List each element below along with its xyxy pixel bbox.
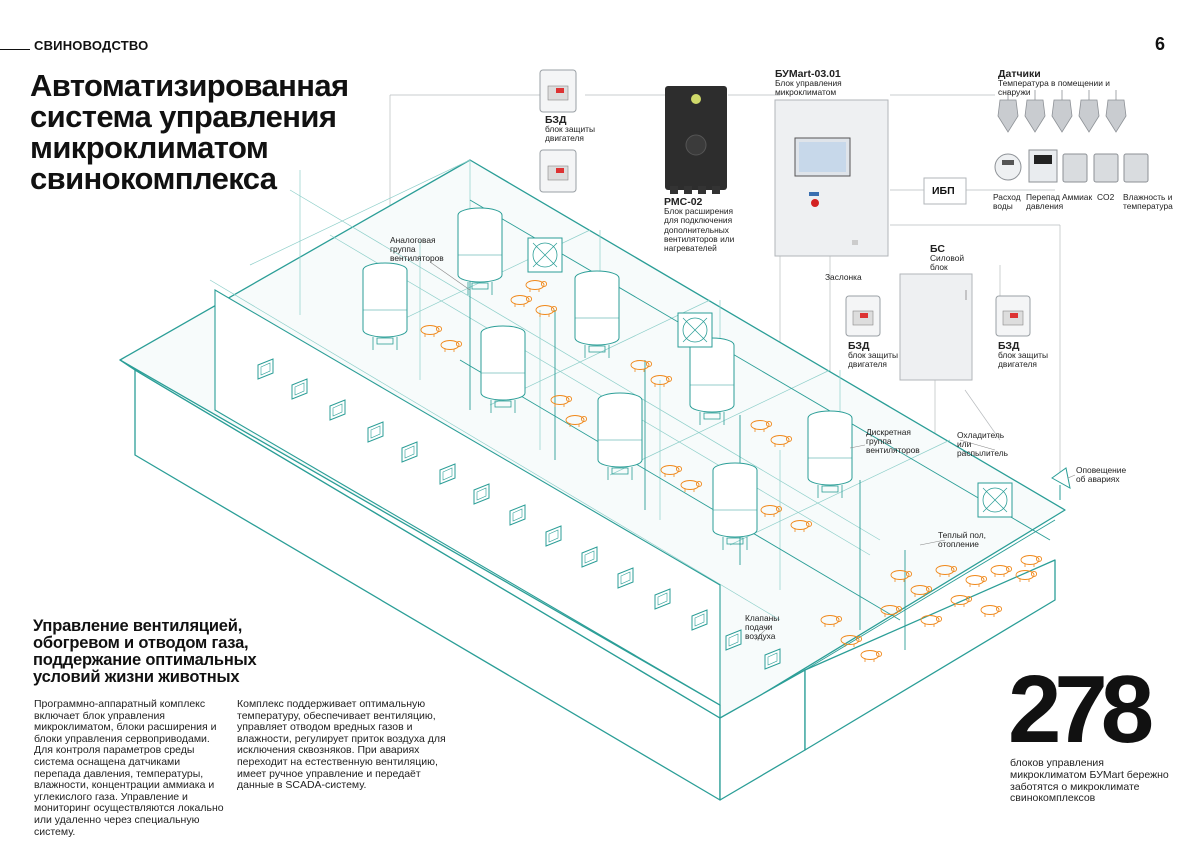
sensor-label-humidity: Влажность и температура — [1123, 192, 1173, 212]
bs-cabinet — [899, 273, 973, 381]
bum-title: БУМart-03.01 — [775, 68, 841, 80]
callout-discrete-fans: Дискретная группа вентиляторов — [866, 427, 920, 456]
bum-desc: Блок управления микроклиматом — [775, 78, 842, 98]
bzd-label-left: БЗД блок защиты двигателя — [848, 340, 903, 370]
sensor-label-water: Расход воды — [993, 192, 1021, 212]
callout-cooler: Охладитель или распылитель — [957, 430, 1008, 459]
section-label: СВИНОВОДСТВО — [34, 38, 149, 53]
sensor-label-ammonia: Аммиак — [1062, 192, 1093, 202]
bzd-label-top: БЗД блок защиты двигателя — [545, 114, 605, 144]
bs-desc: Силовой блок — [930, 253, 965, 273]
bzd-title-left: БЗД — [848, 340, 870, 352]
sensor-label-co2: CO2 — [1097, 192, 1115, 202]
bzd-title: БЗД — [545, 114, 567, 126]
bzd-desc-left: блок защиты двигателя — [848, 350, 898, 370]
bzd-label-right: БЗД блок защиты двигателя — [998, 340, 1053, 370]
rms-label: РМС-02 Блок расширения для подключения д… — [664, 196, 739, 254]
bzd-title-right: БЗД — [998, 340, 1020, 352]
sensors-title: Датчики — [998, 68, 1041, 80]
header-rule — [0, 49, 30, 50]
sensors-desc: Температура в помещении и снаружи — [998, 78, 1110, 98]
page-number: 6 — [1155, 34, 1166, 54]
callout-analog-fans: Аналоговая группа вентиляторов — [390, 235, 444, 264]
bum-cabinet — [774, 99, 889, 257]
callout-valves: Клапаны подачи воздуха — [745, 613, 780, 642]
body-column-1: Программно-аппаратный комплекс включает … — [34, 698, 224, 838]
callout-floor: Теплый пол, отопление — [938, 530, 986, 550]
rms-desc: Блок расширения для подключения дополнит… — [664, 206, 735, 254]
rms-device — [665, 86, 727, 194]
sensor-label-pressure: Перепад давления — [1026, 192, 1064, 212]
page-title: Автоматизированная система управления ми… — [30, 68, 349, 196]
temperature-sensors — [997, 90, 1127, 133]
bum-label: БУМart-03.01 Блок управления микроклимат… — [775, 68, 905, 98]
bs-label: БС Силовой блок — [930, 243, 975, 273]
callout-alarm: Оповещение об авариях — [1076, 465, 1127, 485]
bzd-device-bottom — [845, 295, 1031, 337]
subheading: Управление вентиляцией, обогревом и отво… — [33, 617, 257, 686]
stat-number: 278 — [1008, 656, 1154, 763]
zaslonka-label: Заслонка — [825, 272, 862, 282]
bs-title: БС — [930, 243, 945, 255]
bzd-desc-right: блок защиты двигателя — [998, 350, 1048, 370]
body-column-2: Комплекс поддерживает оптимальную темпер… — [237, 698, 446, 792]
stat-caption: блоков управления микроклиматом БУМart б… — [1010, 757, 1169, 805]
sensors-label: Датчики Температура в помещении и снаруж… — [998, 68, 1138, 98]
rms-title: РМС-02 — [664, 196, 703, 208]
bzd-device-top — [539, 69, 577, 193]
ibp-label: ИБП — [932, 185, 955, 197]
other-sensors — [994, 149, 1149, 183]
bzd-desc: блок защиты двигателя — [545, 124, 595, 144]
ibp-box — [923, 177, 967, 205]
